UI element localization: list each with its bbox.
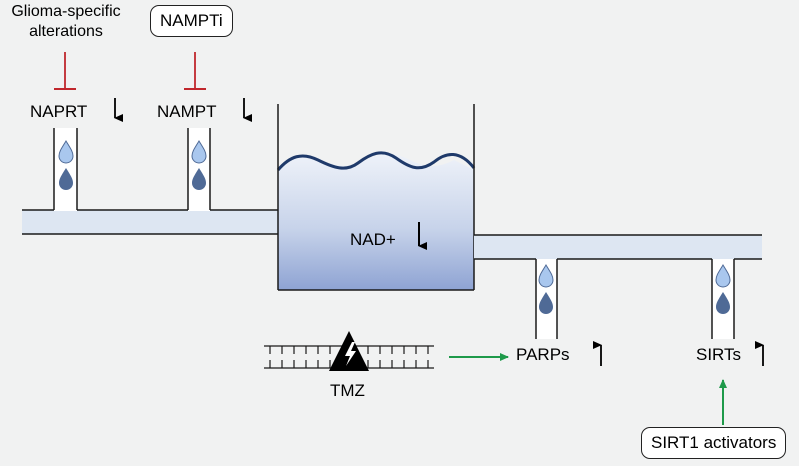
dna-damage-icon: [329, 331, 369, 371]
drop-icon: [191, 140, 207, 164]
tank-wave: [276, 151, 476, 171]
inhibition-nampt-icon: [184, 52, 206, 90]
left-pipe: [22, 209, 278, 235]
drop-icon: [58, 140, 74, 164]
right-pipe: [474, 234, 762, 260]
drop-icon-group-nampt: [191, 140, 207, 190]
drop-icon-group-sirts: [715, 264, 731, 314]
drop-icon-group-naprt: [58, 140, 74, 190]
naprt-label: NAPRT: [30, 102, 88, 121]
drop-icon: [59, 168, 73, 190]
sirt1-activators-box: SIRT1 activators: [641, 427, 787, 459]
parps-label: PARPs: [516, 345, 570, 364]
lightning-bolt-icon: [345, 342, 356, 366]
drop-icon: [715, 264, 731, 288]
nad-label: NAD+: [350, 230, 396, 249]
inhibition-naprt-icon: [54, 52, 76, 90]
nampti-box: NAMPTi: [150, 5, 233, 37]
sirts-label: SIRTs: [696, 345, 742, 364]
drop-icon: [716, 292, 730, 314]
nampt-label: NAMPT: [157, 102, 217, 121]
tmz-label: TMZ: [330, 381, 365, 400]
glioma-alterations-label: Glioma-specific alterations: [11, 3, 121, 40]
drop-icon: [538, 264, 554, 288]
drop-icon: [539, 292, 553, 314]
drop-icon-group-parps: [538, 264, 554, 314]
drop-icon: [192, 168, 206, 190]
nad-tank: [276, 104, 476, 291]
